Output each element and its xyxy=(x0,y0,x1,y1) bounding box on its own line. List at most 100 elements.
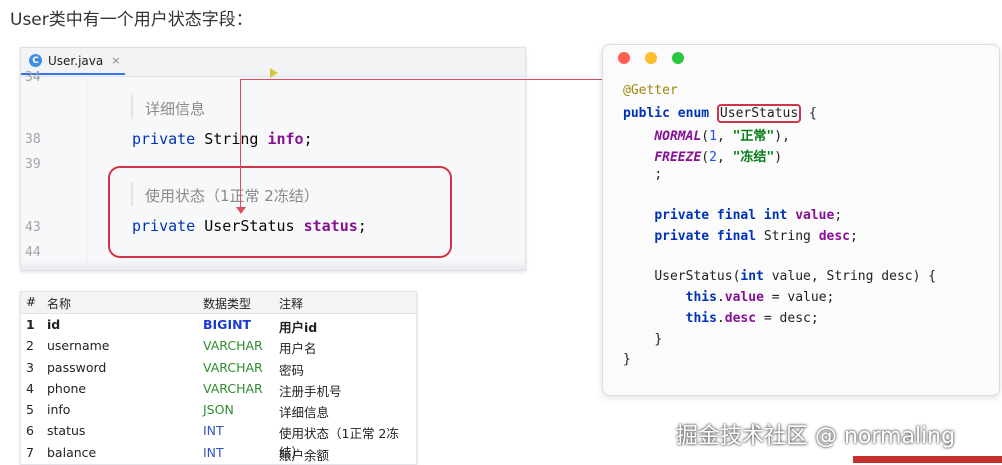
enum-code-window: @Getter public enum UserStatus { NORMAL(… xyxy=(602,44,1000,396)
column-name: password xyxy=(47,359,107,375)
this-keyword: this xyxy=(685,290,717,305)
row-index: 4 xyxy=(26,380,34,396)
corner-badge xyxy=(853,456,1002,463)
keyword: public enum xyxy=(623,106,710,121)
line-number: 38 xyxy=(25,132,41,147)
column-type: VARCHAR xyxy=(203,359,263,375)
minimize-dot-icon[interactable] xyxy=(645,52,657,64)
enum-name-highlight: UserStatus xyxy=(716,104,802,123)
doc-comment-bar xyxy=(131,95,133,119)
type-name: String xyxy=(204,130,259,148)
code-enum-decl: public enum UserStatus { xyxy=(623,104,817,123)
code-line-status: private UserStatus status; xyxy=(132,217,367,235)
line-number: 39 xyxy=(25,157,41,172)
code-ctor-line2: this.desc = desc; xyxy=(685,311,819,326)
column-name: status xyxy=(47,423,86,439)
code-const-normal: NORMAL(1, "正常"), xyxy=(654,129,790,144)
maximize-dot-icon[interactable] xyxy=(672,52,684,64)
annotation: @Getter xyxy=(623,83,678,98)
field-name: value xyxy=(795,208,835,223)
type-name: UserStatus xyxy=(204,217,295,235)
this-keyword: this xyxy=(685,311,717,326)
code-line-info: private String info; xyxy=(132,130,313,148)
brace: } xyxy=(654,332,663,347)
editor-fade xyxy=(21,260,525,270)
row-index: 1 xyxy=(26,317,35,332)
status-field-highlight xyxy=(108,166,452,258)
tab-label: User.java xyxy=(48,53,104,68)
keyword: private xyxy=(132,130,196,148)
type-keyword: int xyxy=(763,208,788,223)
tab-user-java[interactable]: C User.java × xyxy=(21,48,125,75)
table-row[interactable]: 4 phone VARCHAR 注册手机号 xyxy=(21,378,416,399)
field-name: status xyxy=(303,217,358,235)
table-header: # 名称 数据类型 注释 xyxy=(21,292,416,314)
ide-editor-panel: C User.java × 34 详细信息 38 private String … xyxy=(20,47,526,271)
statement-end: ; xyxy=(357,217,367,235)
doc-comment-bar xyxy=(131,182,133,206)
enum-constant: FREEZE xyxy=(654,150,702,165)
type-keyword: int xyxy=(740,269,764,284)
code-close-outer: } xyxy=(623,352,631,367)
field-name: desc xyxy=(818,229,850,244)
keyword: private final xyxy=(654,229,757,244)
column-comment: 详细信息 xyxy=(279,405,330,421)
punct: ), xyxy=(774,129,790,144)
ctor-params: value, String desc) { xyxy=(763,269,937,284)
doc-comment: 详细信息 xyxy=(145,100,206,118)
table-row[interactable]: 1 id BIGINT 用户id xyxy=(21,314,416,335)
column-type: BIGINT xyxy=(203,317,252,332)
row-index: 2 xyxy=(26,338,34,354)
column-comment: 账户余额 xyxy=(279,447,330,463)
connector-line xyxy=(240,79,770,80)
code-field-value: private final int value; xyxy=(654,208,843,223)
type-name: String xyxy=(763,229,811,244)
column-type: VARCHAR xyxy=(203,338,263,354)
java-class-icon: C xyxy=(29,54,42,67)
punct: ; xyxy=(654,167,663,182)
column-name: username xyxy=(47,338,110,354)
doc-comment: 使用状态（1正常 2冻结） xyxy=(145,187,319,205)
table-row[interactable]: 7 balance INT 账户余额 xyxy=(21,442,416,463)
row-index: 7 xyxy=(26,444,34,460)
punct: ) xyxy=(774,150,783,165)
string-literal: "正常" xyxy=(732,129,775,144)
field-name: info xyxy=(267,130,304,148)
header-comment: 注释 xyxy=(279,297,304,311)
table-row[interactable]: 6 status INT 使用状态（1正常 2冻结） xyxy=(21,420,416,460)
assign: = value; xyxy=(763,290,835,305)
field-name: value xyxy=(724,290,764,305)
column-name: info xyxy=(47,402,71,418)
string-literal: "冻结" xyxy=(732,150,775,165)
table-row[interactable]: 5 info JSON 详细信息 xyxy=(21,399,416,420)
connector-line xyxy=(240,79,241,209)
code-semicolon: ; xyxy=(623,167,662,182)
column-comment: 注册手机号 xyxy=(279,383,342,399)
column-type: VARCHAR xyxy=(203,380,263,396)
row-index: 3 xyxy=(26,359,34,375)
arrow-down-icon xyxy=(236,207,246,214)
keyword: private xyxy=(132,217,196,235)
header-name: 名称 xyxy=(47,297,72,311)
header-type: 数据类型 xyxy=(203,297,252,311)
watermark: 掘金技术社区 @ normaling xyxy=(676,424,956,449)
gutter-separator xyxy=(86,76,87,270)
column-type: INT xyxy=(203,423,224,439)
assign: = desc; xyxy=(756,311,819,326)
number-literal: 1 xyxy=(709,129,717,144)
brace: { xyxy=(809,106,817,121)
close-dot-icon[interactable] xyxy=(618,52,630,64)
row-index: 6 xyxy=(26,423,34,439)
code-ctor-line1: this.value = value; xyxy=(685,290,835,305)
ctor-name: UserStatus( xyxy=(654,269,741,284)
close-icon[interactable]: × xyxy=(111,54,121,67)
header-index: # xyxy=(26,295,37,309)
statement-end: ; xyxy=(303,130,313,148)
table-row[interactable]: 3 password VARCHAR 密码 xyxy=(21,357,416,378)
column-type: INT xyxy=(203,444,224,460)
column-comment: 用户id xyxy=(279,320,318,335)
column-name: phone xyxy=(47,380,87,396)
column-type: JSON xyxy=(203,402,234,418)
user-table-schema: # 名称 数据类型 注释 1 id BIGINT 用户id 2 username… xyxy=(20,291,417,465)
table-row[interactable]: 2 username VARCHAR 用户名 xyxy=(21,335,416,356)
